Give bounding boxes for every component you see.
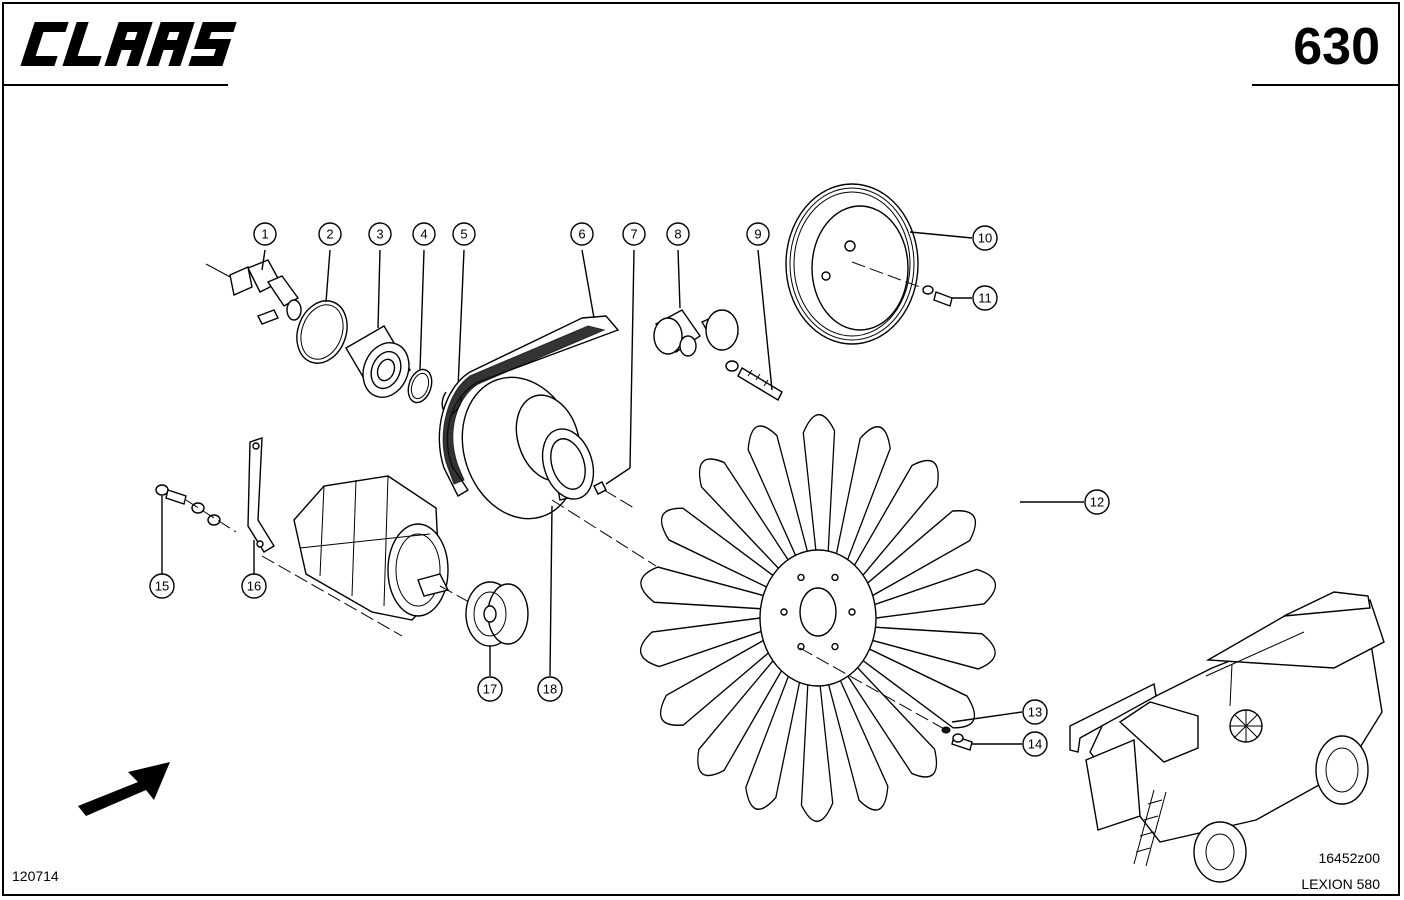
- part-11-bolt: [922, 285, 972, 307]
- callout-17: 17: [477, 676, 503, 702]
- fan-blade: [747, 425, 813, 574]
- svg-text:11: 11: [978, 291, 992, 306]
- fan-blade: [660, 631, 783, 726]
- callout-10: 10: [972, 225, 998, 251]
- part-18-fan-pulley: [461, 376, 657, 677]
- fan-hub-hole: [780, 608, 788, 616]
- svg-text:17: 17: [483, 682, 497, 697]
- fan-bore: [799, 587, 837, 637]
- combine-harvester-icon: [1069, 591, 1385, 883]
- part-10-pulley: [785, 183, 973, 345]
- fan-blade: [802, 413, 836, 571]
- part-6-belt: [438, 249, 620, 497]
- callout-18: 18: [537, 676, 563, 702]
- fan-hub-hole: [797, 642, 805, 651]
- svg-text:3: 3: [376, 227, 383, 242]
- callout-9: 9: [746, 222, 770, 246]
- header-rule-left: [2, 84, 228, 86]
- callout-6: 6: [570, 222, 594, 246]
- drawing-id: 120714: [12, 868, 59, 884]
- direction-arrow-icon: [78, 762, 170, 816]
- brand-logo: [20, 22, 237, 66]
- model-name: LEXION 580: [1301, 876, 1380, 892]
- part-3-bearing: [345, 249, 411, 398]
- callout-16: 16: [241, 573, 267, 599]
- svg-text:2: 2: [326, 227, 333, 242]
- fan-blade: [837, 653, 938, 778]
- fan-blade: [800, 665, 834, 823]
- part-16-bracket: [247, 437, 275, 574]
- callout-5: 5: [452, 222, 476, 246]
- callout-4: 4: [412, 222, 436, 246]
- svg-text:6: 6: [578, 227, 585, 242]
- part-12-fan: [640, 413, 996, 823]
- callout-1: 1: [253, 222, 277, 246]
- svg-text:7: 7: [630, 227, 637, 242]
- fan-blade: [849, 640, 976, 729]
- svg-text:8: 8: [674, 227, 681, 242]
- callout-2: 2: [318, 222, 342, 246]
- fan-hub-hole: [848, 608, 856, 616]
- fan-blade: [858, 568, 996, 621]
- part-13-washer: [799, 647, 1023, 734]
- fan-blade: [745, 658, 805, 810]
- fan-hub-hole: [831, 642, 839, 651]
- callout-15: 15: [149, 573, 175, 599]
- part-9-bolt: [725, 249, 783, 401]
- fan-blade: [697, 646, 792, 777]
- svg-text:5: 5: [460, 227, 467, 242]
- fan-blade: [660, 507, 787, 596]
- figure-code: 16452z00: [1318, 850, 1380, 866]
- svg-text:9: 9: [754, 227, 761, 242]
- fan-blade: [844, 459, 939, 590]
- fan-hub-hole: [831, 573, 839, 582]
- alternator: [261, 475, 481, 637]
- part-4-ring: [407, 249, 433, 404]
- part-15-bolt: [155, 484, 237, 574]
- svg-text:16: 16: [247, 579, 261, 594]
- fan-blade: [640, 566, 779, 611]
- callout-13: 13: [1022, 699, 1048, 725]
- part-17-alternator-pulley: [465, 581, 529, 676]
- fan-hub-hole: [797, 573, 805, 582]
- part-1-fitting: [205, 249, 302, 325]
- part-14-bolt: [951, 733, 1022, 751]
- fan-blade: [640, 615, 778, 668]
- svg-text:14: 14: [1028, 737, 1042, 752]
- part-7-pin: [593, 249, 635, 509]
- page-number: 630: [1293, 18, 1380, 76]
- svg-text:12: 12: [1090, 495, 1104, 510]
- part-8-tensioner: [653, 249, 739, 357]
- callout-12: 12: [1084, 489, 1110, 515]
- fan-blade: [857, 625, 996, 670]
- fan-blade: [698, 458, 799, 583]
- callout-11: 11: [972, 285, 998, 311]
- callout-8: 8: [666, 222, 690, 246]
- callout-3: 3: [368, 222, 392, 246]
- callout-7: 7: [622, 222, 646, 246]
- svg-text:13: 13: [1028, 705, 1042, 720]
- svg-text:1: 1: [261, 227, 268, 242]
- part-2-circlip: [296, 249, 348, 364]
- fan-blade: [853, 510, 976, 605]
- callout-14: 14: [1022, 731, 1048, 757]
- header-rule-right: [1252, 84, 1400, 86]
- svg-text:15: 15: [155, 579, 169, 594]
- fan-blade: [831, 426, 891, 578]
- svg-text:4: 4: [420, 227, 427, 242]
- svg-text:10: 10: [978, 231, 992, 246]
- svg-text:18: 18: [543, 682, 557, 697]
- fan-blade: [823, 662, 889, 811]
